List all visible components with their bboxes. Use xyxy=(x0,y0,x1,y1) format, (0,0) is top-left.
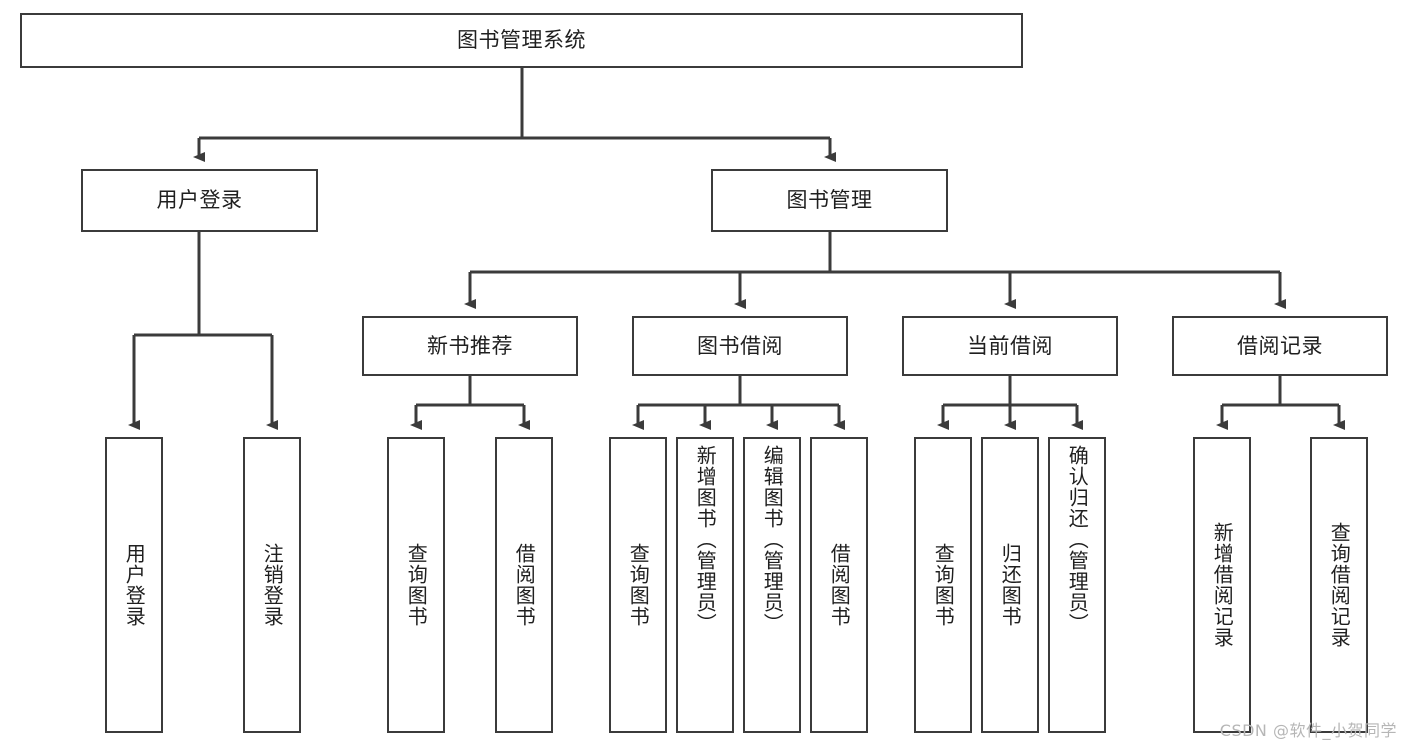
node-leaf-borrow-book-2[interactable]: 借阅图书 xyxy=(810,437,868,733)
node-leaf-add-record-label: 新增借阅记录 xyxy=(1210,522,1235,648)
node-leaf-edit-book-label: 编辑图书（管理员） xyxy=(760,445,785,634)
node-leaf-add-book[interactable]: 新增图书（管理员） xyxy=(676,437,734,733)
node-user-login-label: 用户登录 xyxy=(156,188,243,213)
node-leaf-borrow-book-1[interactable]: 借阅图书 xyxy=(495,437,553,733)
node-leaf-add-book-label: 新增图书（管理员） xyxy=(693,445,718,634)
node-leaf-query-book-2[interactable]: 查询图书 xyxy=(609,437,667,733)
node-book-borrow-label: 图书借阅 xyxy=(697,333,783,358)
node-leaf-add-record[interactable]: 新增借阅记录 xyxy=(1193,437,1251,733)
node-leaf-query-book-2-label: 查询图书 xyxy=(626,543,651,627)
node-leaf-edit-book[interactable]: 编辑图书（管理员） xyxy=(743,437,801,733)
node-leaf-return-book[interactable]: 归还图书 xyxy=(981,437,1039,733)
node-book-borrow[interactable]: 图书借阅 xyxy=(632,316,848,376)
node-leaf-query-book-3[interactable]: 查询图书 xyxy=(914,437,972,733)
node-new-book-recommend-label: 新书推荐 xyxy=(427,333,513,358)
node-leaf-borrow-book-2-label: 借阅图书 xyxy=(827,543,852,627)
node-leaf-logout-login-label: 注销登录 xyxy=(260,543,285,627)
node-root-label: 图书管理系统 xyxy=(457,28,586,53)
node-leaf-user-login-label: 用户登录 xyxy=(122,543,147,627)
node-leaf-query-book-3-label: 查询图书 xyxy=(931,543,956,627)
node-leaf-query-record[interactable]: 查询借阅记录 xyxy=(1310,437,1368,733)
node-leaf-query-book-1[interactable]: 查询图书 xyxy=(387,437,445,733)
node-leaf-confirm-return-label: 确认归还（管理员） xyxy=(1065,445,1090,634)
node-leaf-logout-login[interactable]: 注销登录 xyxy=(243,437,301,733)
node-current-borrow[interactable]: 当前借阅 xyxy=(902,316,1118,376)
node-leaf-user-login[interactable]: 用户登录 xyxy=(105,437,163,733)
node-book-management-label: 图书管理 xyxy=(786,188,873,213)
node-book-management[interactable]: 图书管理 xyxy=(711,169,948,232)
node-leaf-query-book-1-label: 查询图书 xyxy=(404,543,429,627)
node-user-login[interactable]: 用户登录 xyxy=(81,169,318,232)
node-new-book-recommend[interactable]: 新书推荐 xyxy=(362,316,578,376)
node-borrow-record-label: 借阅记录 xyxy=(1237,333,1323,358)
node-current-borrow-label: 当前借阅 xyxy=(967,333,1053,358)
node-leaf-return-book-label: 归还图书 xyxy=(998,543,1023,627)
node-leaf-borrow-book-1-label: 借阅图书 xyxy=(512,543,537,627)
node-borrow-record[interactable]: 借阅记录 xyxy=(1172,316,1388,376)
node-leaf-confirm-return[interactable]: 确认归还（管理员） xyxy=(1048,437,1106,733)
node-root[interactable]: 图书管理系统 xyxy=(20,13,1023,68)
node-leaf-query-record-label: 查询借阅记录 xyxy=(1327,522,1352,648)
